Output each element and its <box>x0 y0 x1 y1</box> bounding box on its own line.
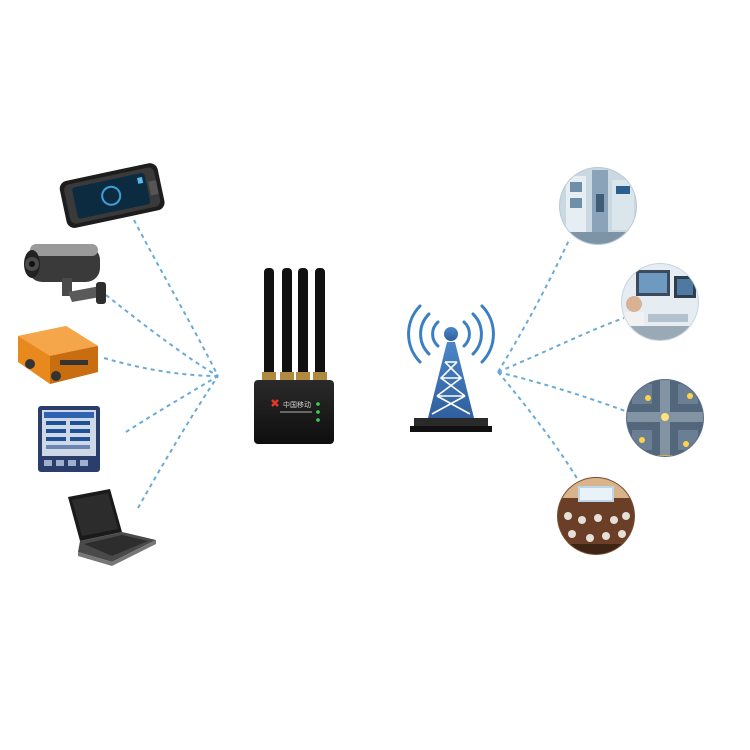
rugged-tablet-icon <box>58 162 166 230</box>
link-laptop <box>138 376 218 508</box>
data-logger-icon <box>38 406 100 472</box>
router-label: 中国移动 <box>283 400 311 409</box>
video-monitoring-icon <box>620 262 700 342</box>
4g-router-icon: 中国移动 <box>254 268 334 444</box>
security-camera-icon <box>24 244 106 304</box>
smart-traffic-icon <box>625 378 705 458</box>
link-agv <box>104 358 218 376</box>
link-monitoring <box>498 318 624 372</box>
link-factory <box>498 238 570 372</box>
conference-hall-icon <box>556 476 636 556</box>
link-tablet <box>134 220 218 376</box>
left-links <box>104 220 218 508</box>
cell-tower-icon <box>409 306 494 432</box>
agv-robot-icon <box>0 326 98 384</box>
link-traffic <box>498 372 628 412</box>
industrial-automation-icon <box>558 166 638 246</box>
right-links <box>498 238 628 480</box>
link-logger <box>126 376 218 432</box>
link-conference <box>498 372 578 480</box>
